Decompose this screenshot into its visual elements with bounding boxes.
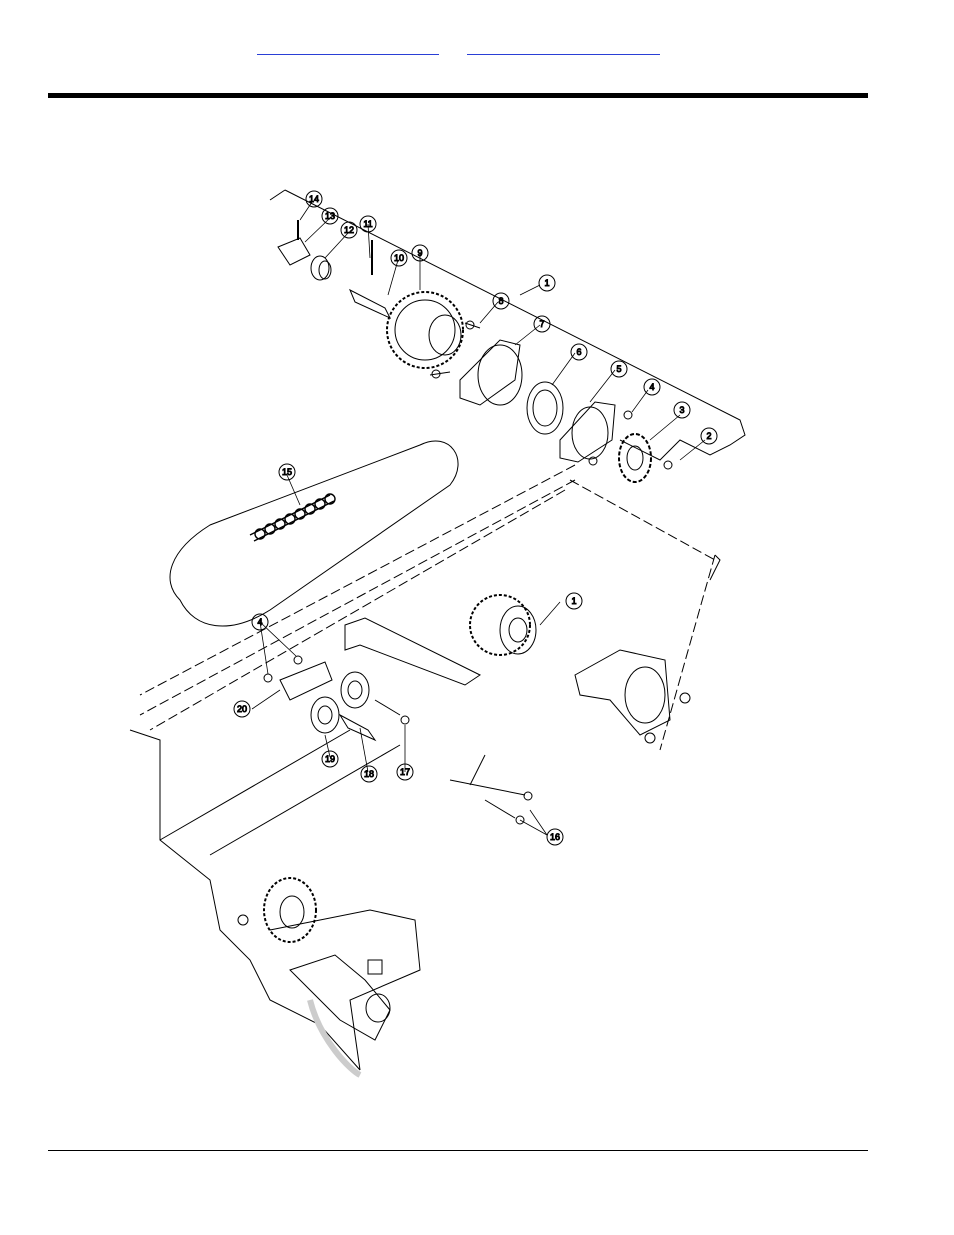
callout-20: 20 [234,701,250,717]
header-link-2[interactable] [467,40,660,55]
svg-text:14: 14 [309,194,319,204]
header-rule [48,93,868,98]
header-link-1[interactable] [257,40,439,55]
svg-text:6: 6 [576,347,581,357]
svg-text:9: 9 [417,248,422,258]
svg-text:17: 17 [400,767,410,777]
svg-text:2: 2 [706,431,711,441]
svg-text:15: 15 [282,467,292,477]
svg-text:4: 4 [649,382,654,392]
svg-text:5: 5 [616,364,621,374]
callout-16: 16 [547,829,563,845]
svg-text:13: 13 [325,211,335,221]
callout-6: 6 [571,344,587,360]
svg-text:19: 19 [325,754,335,764]
svg-text:18: 18 [364,769,374,779]
parts-diagram: 1 2 3 4 5 6 7 8 9 10 11 12 13 14 15 16 1… [120,140,760,1080]
svg-text:10: 10 [394,253,404,263]
callout-4: 4 [644,379,660,395]
callout-8: 8 [493,293,509,309]
callout-15: 15 [279,464,295,480]
svg-text:7: 7 [539,319,544,329]
callout-4-lower: 4 [252,614,268,630]
svg-text:3: 3 [679,405,684,415]
callout-18: 18 [361,766,377,782]
svg-text:11: 11 [363,219,372,229]
svg-text:1: 1 [571,596,576,606]
callout-7: 7 [534,316,550,332]
svg-text:1: 1 [544,278,549,288]
svg-text:16: 16 [550,832,560,842]
callout-19: 19 [322,751,338,767]
callout-10: 10 [391,250,407,266]
callout-12: 12 [341,222,357,238]
callout-17: 17 [397,764,413,780]
callout-3: 3 [674,402,690,418]
callout-1: 1 [539,275,555,291]
svg-text:20: 20 [237,704,247,714]
footer-rule [48,1150,868,1151]
callout-1-lower: 1 [566,593,582,609]
svg-text:8: 8 [498,296,503,306]
svg-text:12: 12 [344,225,354,235]
svg-text:4: 4 [257,617,262,627]
callout-2: 2 [701,428,717,444]
callout-5: 5 [611,361,627,377]
